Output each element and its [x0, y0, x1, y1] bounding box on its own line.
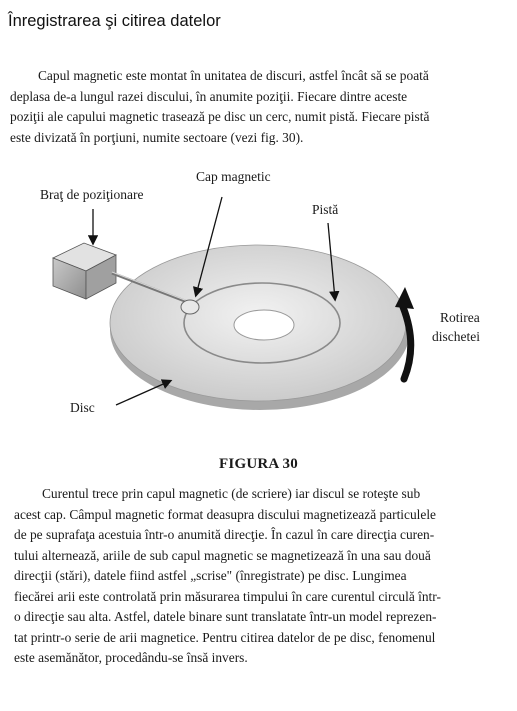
intro-paragraph: Capul magnetic este montat în unitatea d… — [10, 66, 502, 148]
positioning-box — [52, 242, 117, 300]
paragraph-line: poziţii ale capului magnetic trasează pe… — [10, 109, 430, 124]
body-paragraph: Curentul trece prin capul magnetic (de s… — [14, 484, 506, 669]
track-label: Pistă — [312, 202, 339, 217]
rotation-arrow — [395, 287, 415, 383]
disk-diagram: Braţ de poziţionare Cap magnetic Pistă R… — [0, 165, 517, 465]
paragraph-line: tat printr-o serie de arii magnetice. Pe… — [14, 629, 436, 645]
paragraph-line: Capul magnetic este montat în unitatea d… — [38, 68, 429, 83]
paragraph-line: tului alternează, ariile de sub capul ma… — [14, 547, 431, 563]
figure-caption: FIGURA 30 — [219, 456, 298, 472]
paragraph-line: Curentul trece prin capul magnetic (de s… — [42, 486, 421, 501]
paragraph-line: deplasa de-a lungul razei discului, în a… — [10, 88, 408, 104]
paragraph-line: direcţii (stări), datele fiind astfel „s… — [14, 568, 407, 583]
center-hole — [233, 309, 295, 341]
section-heading: Înregistrarea şi citirea datelor — [8, 12, 221, 30]
positioning-arm — [111, 271, 191, 305]
paragraph-line: acest cap. Câmpul magnetic format deasup… — [14, 506, 436, 522]
track-circle — [183, 282, 341, 364]
paragraph-line: fiecărei arii este controlată prin măsur… — [14, 588, 441, 604]
paragraph-line: este divizată în porţiuni, numite sectoa… — [10, 129, 304, 145]
rotation-label-line2: dischetei — [432, 329, 480, 344]
arm-label: Braţ de poziţionare — [40, 187, 144, 202]
disk-illustration — [52, 196, 415, 410]
paragraph-line: este asemănător, procedându-se însă inve… — [14, 650, 248, 665]
track-arrow — [327, 222, 340, 302]
magnetic-head — [180, 299, 200, 315]
head-arrow — [192, 196, 223, 298]
head-label: Cap magnetic — [196, 169, 271, 184]
paragraph-line: de pe suprafaţa acestuia într-o anumită … — [14, 527, 435, 542]
paragraph-line: o direcţie sau alta. Astfel, datele bina… — [14, 609, 437, 624]
rotation-label-line1: Rotirea — [440, 310, 480, 325]
disc-label: Disc — [70, 400, 95, 415]
disc-arrow — [115, 379, 173, 406]
